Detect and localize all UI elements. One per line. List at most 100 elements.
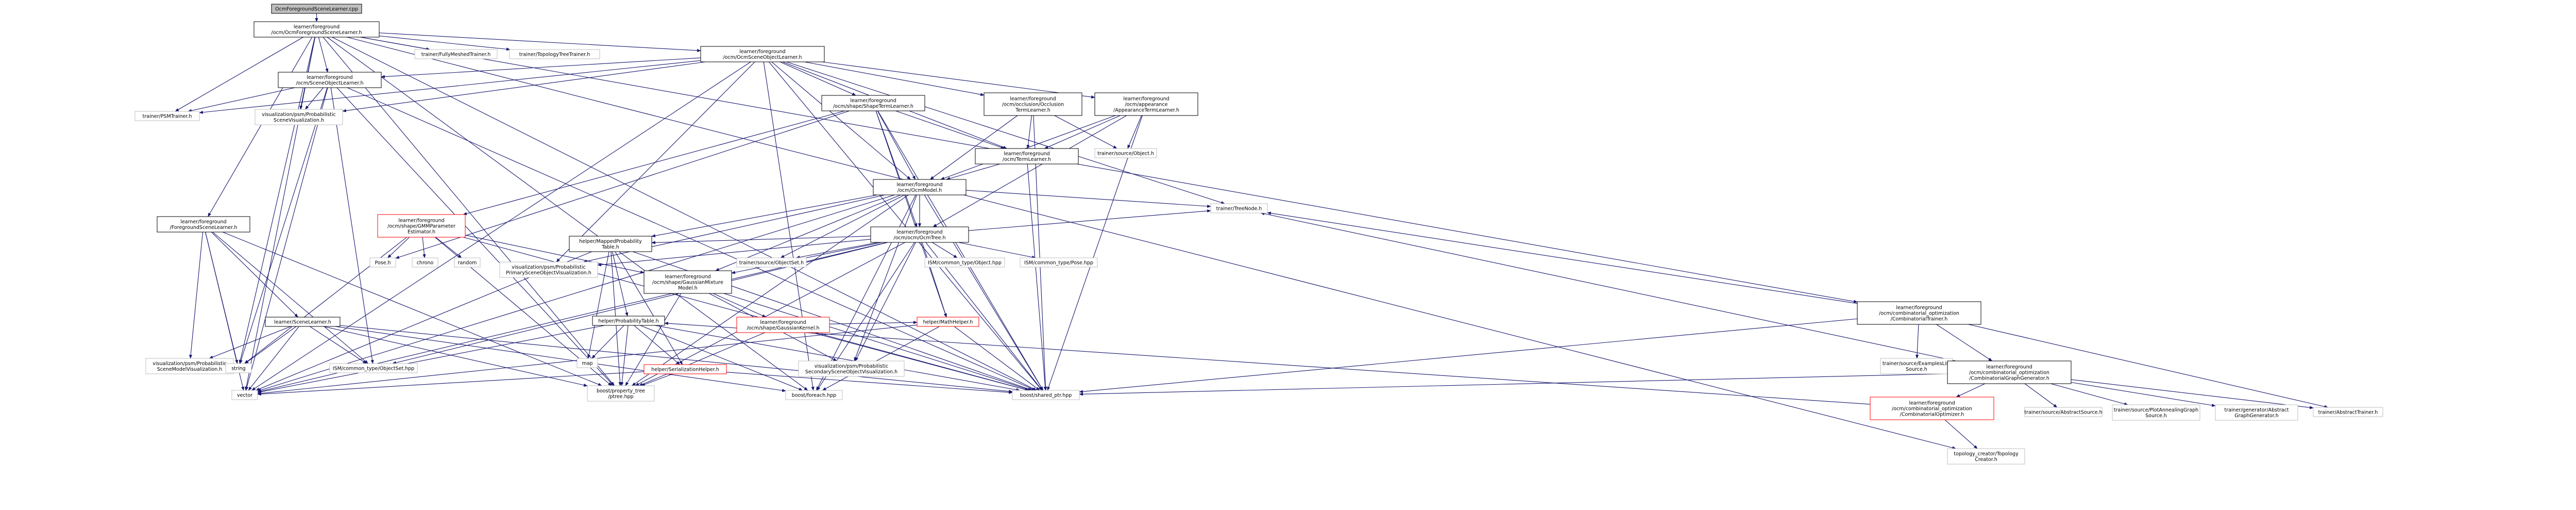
node-appear[interactable]: learner/foreground/ocm/appearance/Appear…	[1094, 92, 1198, 116]
node-box	[1012, 390, 1080, 400]
node-root[interactable]: OcmForegroundSceneLearner.cpp	[271, 4, 362, 14]
node-ismobjset[interactable]: ISM/common_type/ObjectSet.hpp	[329, 363, 418, 373]
node-label: boost/foreach.hpp	[792, 393, 836, 399]
node-absgen[interactable]: trainer/generator/AbstractGraphGenerator…	[2215, 404, 2298, 421]
node-ocmtree[interactable]: learner/foreground/ocm/ocm/OcmTree.h	[870, 226, 969, 243]
node-occl[interactable]: learner/foreground/ocm/occlusion/Occlusi…	[984, 92, 1082, 116]
node-label: Creator.h	[1975, 457, 1997, 463]
edge-ocmtree-to-ismpose	[958, 242, 1036, 259]
edge-combgen-to-absgen	[2071, 382, 2216, 407]
node-combgen[interactable]: learner/foreground/ocm/combinatorial_opt…	[1947, 360, 2072, 384]
node-label: /ocm/OcmModel.h	[897, 188, 942, 193]
node-box	[278, 72, 382, 88]
node-visscene[interactable]: visualization/psm/ProbabilisticSceneVisu…	[255, 109, 343, 125]
node-map[interactable]: map	[577, 358, 598, 368]
edge-sol-to-occl	[804, 61, 985, 96]
node-mathhelper[interactable]: helper/MathHelper.h	[917, 317, 979, 327]
edge-sceneobj-to-sharedptr	[347, 87, 1036, 391]
node-label: trainer/AbstractTrainer.h	[2318, 410, 2378, 416]
node-srcobjset[interactable]: trainer/source/ObjectSet.h	[736, 257, 807, 268]
node-string[interactable]: string	[225, 363, 252, 373]
node-random[interactable]: random	[454, 257, 481, 268]
node-psm[interactable]: trainer/PSMTrainer.h	[134, 111, 200, 121]
node-gmix[interactable]: learner/foreground/ocm/shape/GaussianMix…	[643, 270, 732, 294]
edge-sol-to-visscene	[342, 61, 706, 112]
node-ismobj[interactable]: ISM/common_type/Object.hpp	[924, 257, 1005, 268]
node-termlearner[interactable]: learner/foreground/ocm/TermLearner.h	[975, 148, 1079, 164]
node-topotree[interactable]: trainer/TopologyTreeTrainer.h	[509, 49, 600, 59]
node-visprim[interactable]: visualization/psm/ProbabilisticPrimarySc…	[499, 261, 598, 278]
node-label: map	[582, 361, 592, 367]
edge-appear-to-termlearner	[1044, 115, 1121, 149]
edge-ocmtree-to-visprim	[597, 239, 871, 267]
node-label: /ocm/OcmForegroundSceneLearner.h	[271, 30, 362, 36]
edge-appear-to-srcobj	[1127, 115, 1142, 149]
edge-mapped-to-sershelper	[615, 251, 683, 365]
node-label: learner/foreground	[665, 274, 710, 280]
node-sharedptr[interactable]: boost/shared_ptr.hpp	[1012, 390, 1080, 400]
node-ismpose[interactable]: ISM/common_type/Pose.hpp	[1020, 257, 1098, 268]
node-label: random	[458, 260, 477, 266]
node-sceneobj[interactable]: learner/foreground/ocm/SceneObjectLearne…	[278, 72, 382, 88]
edge-occl-to-srcobj	[1054, 115, 1117, 149]
node-fsl_h[interactable]: learner/foreground/ocm/OcmForegroundScen…	[253, 21, 380, 38]
node-shape[interactable]: learner/foreground/ocm/shape/ShapeTermLe…	[821, 95, 925, 111]
node-box	[736, 317, 830, 333]
node-box	[2313, 407, 2383, 417]
node-srcobj[interactable]: trainer/source/Object.h	[1094, 148, 1157, 158]
edge-gmix-to-gausskernel	[713, 293, 767, 318]
node-label: topology_creator/Topology	[1954, 451, 2019, 457]
node-box	[329, 363, 418, 373]
node-mfgraph[interactable]: trainer/source/PlotAnnealingGraphSource.…	[2112, 404, 2200, 421]
edge-ocmmodel-to-sharedptr	[924, 194, 1043, 391]
node-abstrainer[interactable]: trainer/AbstractTrainer.h	[2313, 407, 2383, 417]
edge-shape-to-gmmest	[463, 110, 845, 216]
node-vissecondary[interactable]: visualization/psm/ProbabilisticSecondary…	[798, 360, 905, 377]
node-gmmest[interactable]: learner/foreground/ocm/shape/GMMParamete…	[377, 214, 466, 238]
node-foreach[interactable]: boost/foreach.hpp	[785, 390, 843, 400]
node-sol[interactable]: learner/foreground/ocm/OcmSceneObjectLea…	[700, 46, 825, 62]
edge-combtrainer-to-combgen	[1936, 324, 1993, 361]
node-box	[917, 317, 979, 327]
node-vismodel[interactable]: visualization/psm/ProbabilisticSceneMode…	[145, 358, 234, 374]
node-treenode[interactable]: trainer/TreeNode.h	[1210, 203, 1268, 213]
node-label: learner/foreground	[294, 24, 340, 30]
node-box	[134, 111, 200, 121]
node-box	[577, 358, 598, 368]
node-label: trainer/PSMTrainer.h	[143, 114, 192, 120]
node-ptree[interactable]: boost/property_tree/ptree.hpp	[587, 385, 655, 402]
node-comboptimizer[interactable]: learner/foreground/ocm/combinatorial_opt…	[1870, 397, 1994, 420]
edge-shape-to-mathhelper	[875, 110, 947, 318]
node-label: ISM/common_type/Object.hpp	[928, 260, 1002, 266]
edge-sol-to-psm	[199, 60, 701, 114]
node-label: TermLearner.h	[1015, 108, 1050, 113]
node-box	[412, 257, 438, 268]
node-pose_h[interactable]: Pose.h	[369, 257, 396, 268]
node-sershelper[interactable]: helper/SerializationHelper.h	[643, 364, 727, 374]
edge-shape-to-sharedptr	[877, 110, 1044, 391]
node-label: learner/foreground	[398, 218, 444, 224]
node-fully[interactable]: trainer/FullyMeshedTrainer.h	[414, 49, 498, 59]
node-gausskernel[interactable]: learner/foreground/ocm/shape/GaussianKer…	[736, 317, 830, 333]
node-label: boost/property_tree	[597, 388, 645, 394]
node-fgscene[interactable]: learner/foreground/ForegroundSceneLearne…	[157, 216, 250, 233]
edge-sol-to-shape	[779, 61, 856, 96]
node-box	[870, 226, 969, 243]
node-combtrainer[interactable]: learner/foreground/ocm/combinatorial_opt…	[1857, 301, 1981, 325]
edge-mathhelper-to-sharedptr	[954, 326, 1040, 391]
node-scenelearner[interactable]: learner/SceneLearner.h	[265, 317, 341, 327]
node-absource[interactable]: trainer/source/AbstractSource.h	[2024, 407, 2103, 417]
node-box	[873, 179, 967, 195]
node-chrono[interactable]: chrono	[412, 257, 438, 268]
node-probtable[interactable]: helper/ProbabilityTable.h	[592, 316, 665, 326]
node-box	[454, 257, 481, 268]
edge-combtrainer-to-abstrainer	[1968, 324, 2329, 408]
node-vector[interactable]: vector	[231, 390, 258, 400]
node-box	[1870, 397, 1994, 420]
node-label: helper/MathHelper.h	[923, 320, 973, 325]
node-ocmmodel[interactable]: learner/foreground/ocm/OcmModel.h	[873, 179, 967, 195]
node-box	[975, 148, 1079, 164]
